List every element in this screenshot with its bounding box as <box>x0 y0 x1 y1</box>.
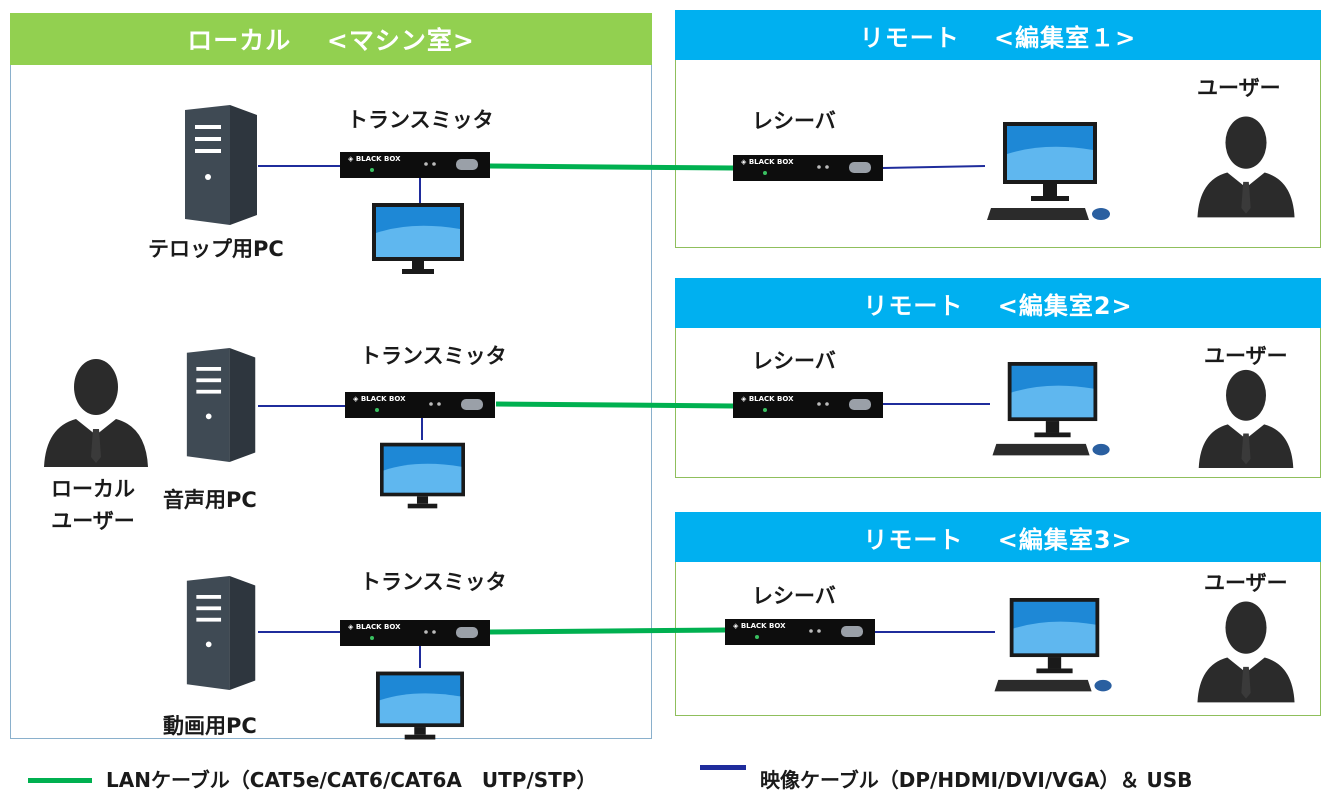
mouse-icon <box>1092 208 1110 220</box>
mouse-icon <box>1092 443 1110 456</box>
pc-tower-icon <box>186 348 256 462</box>
legend-lan-swatch <box>28 778 92 783</box>
remote-room-1-header: リモート <編集室１> <box>675 10 1321 60</box>
user-icon <box>44 359 148 467</box>
device-brand: ◈ BLACK BOX <box>741 158 794 166</box>
transmitter-device-2: ◈ BLACK BOX <box>345 392 495 418</box>
remote-room-2-header: リモート <編集室2> <box>675 278 1321 328</box>
pc-tower-icon <box>185 105 257 225</box>
extender-icon <box>755 626 863 639</box>
device-brand: ◈ BLACK BOX <box>733 622 786 630</box>
transmitter-label: トランスミッタ <box>360 344 507 368</box>
local-panel-header: ローカル <マシン室> <box>10 13 652 65</box>
remote-user-label: ユーザー <box>1204 571 1288 595</box>
device-brand: ◈ BLACK BOX <box>348 623 401 631</box>
keyboard-icon <box>992 443 1090 456</box>
extender-icon <box>763 399 871 412</box>
remote-room-3-header: リモート <編集室3> <box>675 512 1321 562</box>
extender-icon <box>763 162 871 175</box>
local-user-label-line1: ローカル <box>51 477 135 501</box>
workstation-icon <box>987 122 1110 220</box>
pc-label-video: 動画用PC <box>163 714 257 738</box>
transmitter-device-1: ◈ BLACK BOX <box>340 152 490 178</box>
video-cable <box>881 165 986 169</box>
extender-icon <box>375 399 483 412</box>
keyboard-icon <box>994 679 1092 692</box>
workstation-icon <box>994 598 1112 692</box>
pc-tower-icon <box>186 576 256 690</box>
receiver-device-3: ◈ BLACK BOX <box>725 619 875 645</box>
local-user-label: ローカル ユーザー <box>38 473 148 537</box>
pc-label-telop: テロップ用PC <box>148 237 284 261</box>
remote-user-label: ユーザー <box>1197 76 1281 100</box>
pc-label-audio: 音声用PC <box>163 488 257 512</box>
transmitter-label: トランスミッタ <box>360 570 507 594</box>
keyboard-icon <box>987 208 1089 220</box>
workstation-icon <box>992 362 1110 456</box>
extender-icon <box>370 159 478 172</box>
transmitter-label: トランスミッタ <box>347 108 494 132</box>
monitor-icon <box>376 671 464 740</box>
local-machine-room-panel <box>10 13 652 739</box>
lan-cable <box>489 627 726 635</box>
monitor-icon <box>380 442 465 509</box>
receiver-device-2: ◈ BLACK BOX <box>733 392 883 418</box>
receiver-label: レシーバ <box>752 584 836 608</box>
lan-cable <box>495 401 734 409</box>
device-brand: ◈ BLACK BOX <box>741 395 794 403</box>
legend-video-label: 映像ケーブル（DP/HDMI/DVI/VGA）＆ USB <box>760 768 1193 792</box>
user-icon <box>1197 116 1295 218</box>
receiver-label: レシーバ <box>752 109 836 133</box>
device-brand: ◈ BLACK BOX <box>348 155 401 163</box>
local-user-label-line2: ユーザー <box>51 509 135 533</box>
legend-video-swatch <box>700 765 746 770</box>
lan-cable <box>489 163 734 171</box>
remote-user-label: ユーザー <box>1204 344 1288 368</box>
extender-icon <box>370 627 478 640</box>
monitor-icon <box>372 203 464 274</box>
mouse-icon <box>1094 679 1112 692</box>
receiver-device-1: ◈ BLACK BOX <box>733 155 883 181</box>
receiver-label: レシーバ <box>752 349 836 373</box>
user-icon <box>1198 369 1294 468</box>
user-icon <box>1197 601 1295 703</box>
transmitter-device-3: ◈ BLACK BOX <box>340 620 490 646</box>
device-brand: ◈ BLACK BOX <box>353 395 406 403</box>
legend-lan-label: LANケーブル（CAT5e/CAT6/CAT6A UTP/STP） <box>106 768 597 792</box>
